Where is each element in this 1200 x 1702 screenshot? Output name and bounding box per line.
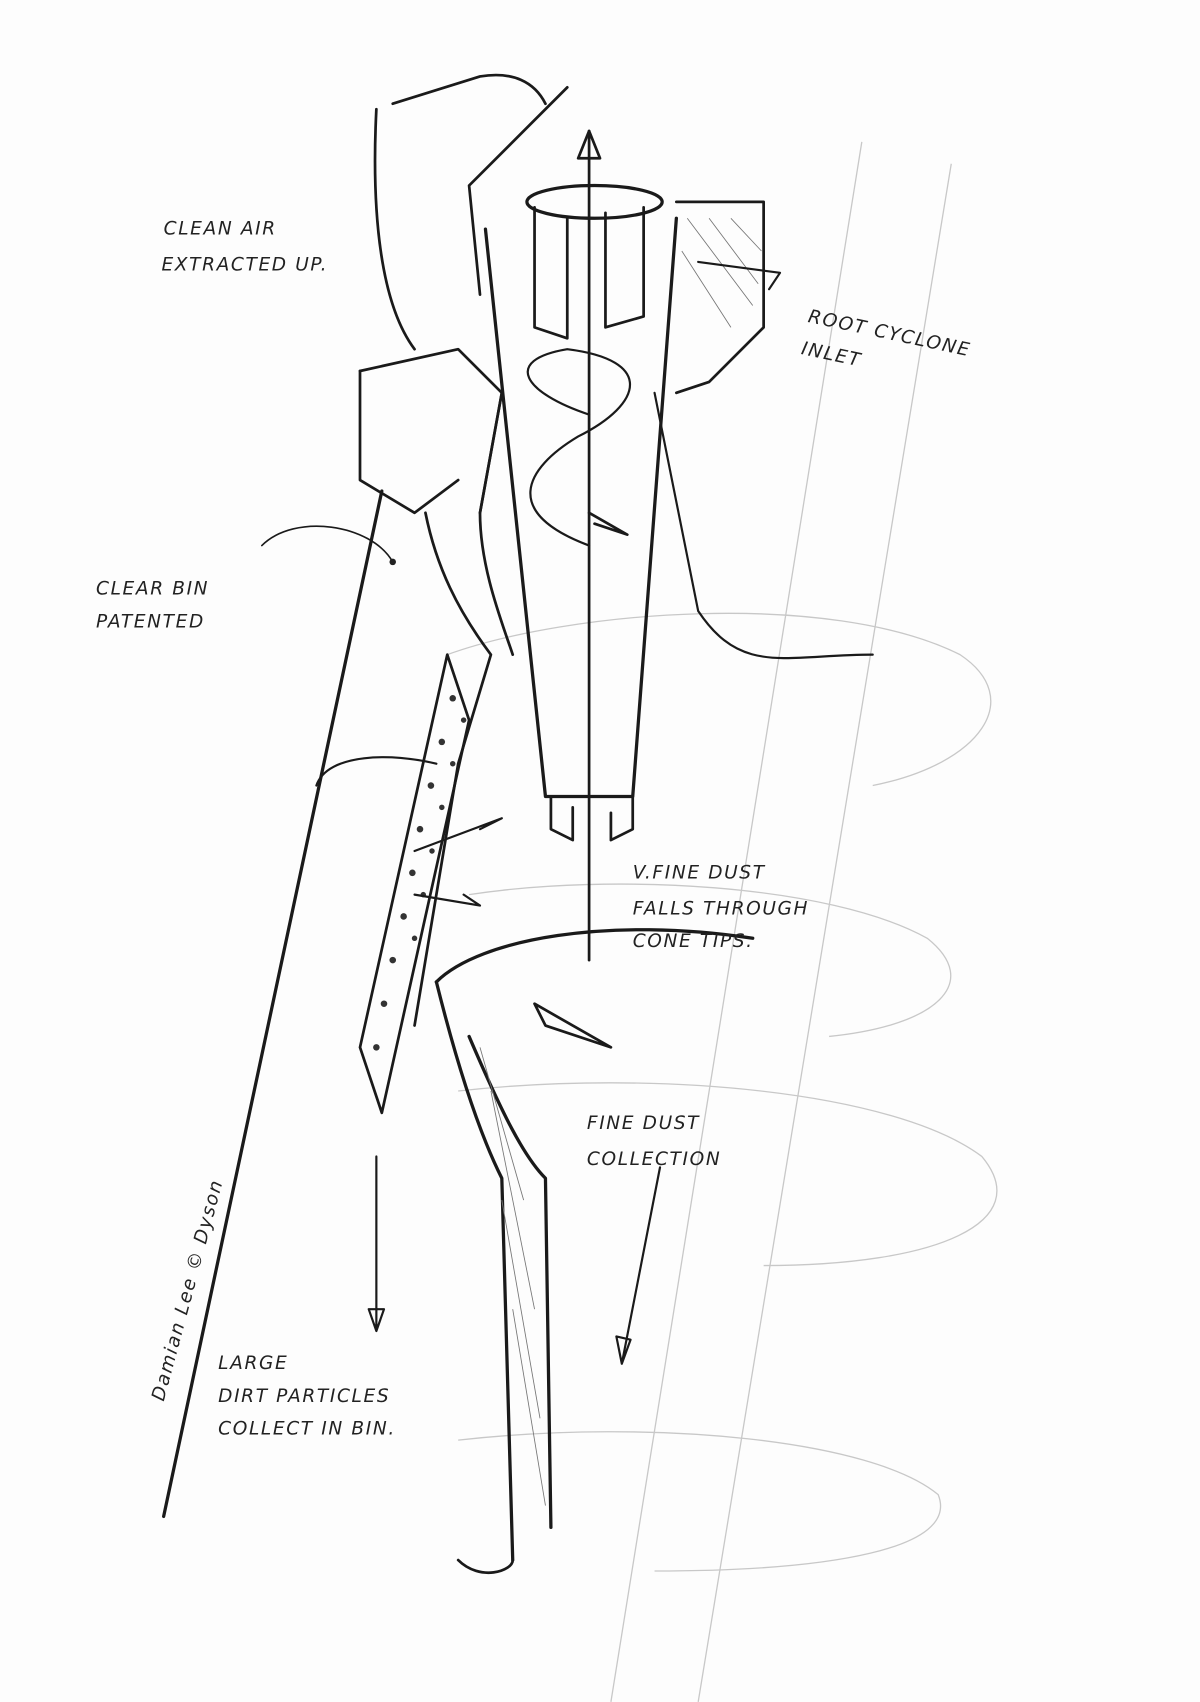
label-line: FINE DUST xyxy=(587,1113,700,1134)
label-root-cyclone: ROOT CYCLONE INLET xyxy=(799,306,972,371)
artist-signature: Damian Lee © Dyson xyxy=(148,1177,227,1403)
label-line: EXTRACTED UP. xyxy=(161,255,328,276)
label-large-dirt: LARGE DIRT PARTICLES COLLECT IN BIN. xyxy=(218,1353,396,1440)
label-line: INLET xyxy=(799,338,863,371)
label-line: CLEAR BIN xyxy=(96,579,209,600)
fine-dust-funnel xyxy=(261,525,755,1575)
construction-lines xyxy=(447,141,998,1702)
label-line: DIRT PARTICLES xyxy=(218,1386,390,1407)
label-line: PATENTED xyxy=(96,611,205,632)
label-clean-air: CLEAN AIR EXTRACTED UP. xyxy=(161,219,328,276)
label-line: COLLECTION xyxy=(587,1149,721,1170)
label-line: V.FINE DUST xyxy=(633,862,766,883)
label-clear-bin: CLEAR BIN PATENTED xyxy=(96,579,209,633)
bin-outline xyxy=(162,73,569,1519)
label-line: COLLECT IN BIN. xyxy=(218,1419,396,1440)
label-line: LARGE xyxy=(218,1353,288,1374)
label-fine-dust-falls: V.FINE DUST FALLS THROUGH CONE TIPS. xyxy=(633,862,809,952)
label-line: FALLS THROUGH xyxy=(633,898,809,919)
label-fine-dust-collection: FINE DUST COLLECTION xyxy=(587,1113,721,1170)
label-line: CLEAN AIR xyxy=(164,219,277,240)
cyclone-cone xyxy=(483,129,874,962)
label-line: CONE TIPS. xyxy=(633,931,754,952)
perforated-shroud xyxy=(358,653,471,1115)
